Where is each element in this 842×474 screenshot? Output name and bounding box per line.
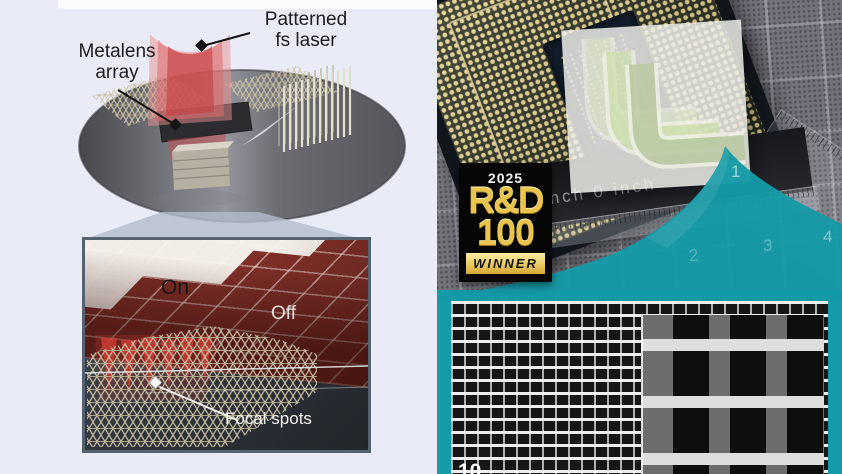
label-metalens-array: Metalens array xyxy=(54,41,180,84)
metalens-sample-square xyxy=(561,19,751,194)
metalens-scene-illustration xyxy=(78,34,406,223)
badge-100-text: 100 xyxy=(476,212,535,254)
wafer-notch xyxy=(242,104,300,146)
label-patterned-fs-laser: Patterned fs laser xyxy=(242,9,370,52)
laser-beam-below xyxy=(168,134,226,159)
badge-winner-text: WINNER xyxy=(473,256,538,271)
photo-cpu-sample: nch 0 inch 1 2 3 4 xyxy=(437,0,842,300)
rd100-winner-badge: 2025 R&D 100 WINNER xyxy=(459,163,552,282)
sem-scale-label: 10 xyxy=(458,460,482,474)
lattice-structure xyxy=(87,326,317,447)
lattice-patch-right xyxy=(224,66,338,112)
wafer-disc xyxy=(79,70,405,222)
sem-teal-frame: 10 xyxy=(437,290,842,474)
pillar-array xyxy=(282,66,352,152)
sem-zoom-inset xyxy=(641,315,824,474)
inset-artwork xyxy=(85,326,368,447)
label-line: array xyxy=(95,61,139,83)
nested-l-logo xyxy=(581,37,746,169)
laser-pointer-diamond-icon xyxy=(195,39,208,52)
stack-reflection xyxy=(158,190,242,206)
ruler-number-3: 3 xyxy=(763,236,773,255)
substrate-line-2 xyxy=(144,386,368,394)
label-on: On xyxy=(161,276,190,299)
focal-pointer-line xyxy=(159,386,238,421)
zoom-funnel-left xyxy=(82,212,365,240)
focal-spot-diamond-icon xyxy=(148,375,163,390)
badge-winner-banner: WINNER xyxy=(466,253,545,274)
pillar-array-back xyxy=(278,65,334,146)
label-focal-spots: Focal spots xyxy=(225,409,312,428)
label-line: Patterned xyxy=(264,9,348,30)
label-line: Metalens xyxy=(78,41,156,62)
stack-body xyxy=(172,148,230,190)
ruler-number-4: 4 xyxy=(823,227,833,246)
metalens-chip xyxy=(157,101,253,143)
substrate-line xyxy=(85,365,368,374)
metalens-pointer-diamond-icon xyxy=(169,118,182,131)
sem-micrograph: 10 xyxy=(451,301,828,474)
ruler-number-2: 2 xyxy=(687,245,700,266)
inset-tile-panel: On Off Focal spots xyxy=(82,237,371,453)
label-off: Off xyxy=(271,303,296,324)
top-margin-strip xyxy=(58,0,438,9)
stack-top xyxy=(172,141,234,152)
ruler-number-1: 1 xyxy=(731,162,741,181)
label-line: fs laser xyxy=(275,29,337,51)
